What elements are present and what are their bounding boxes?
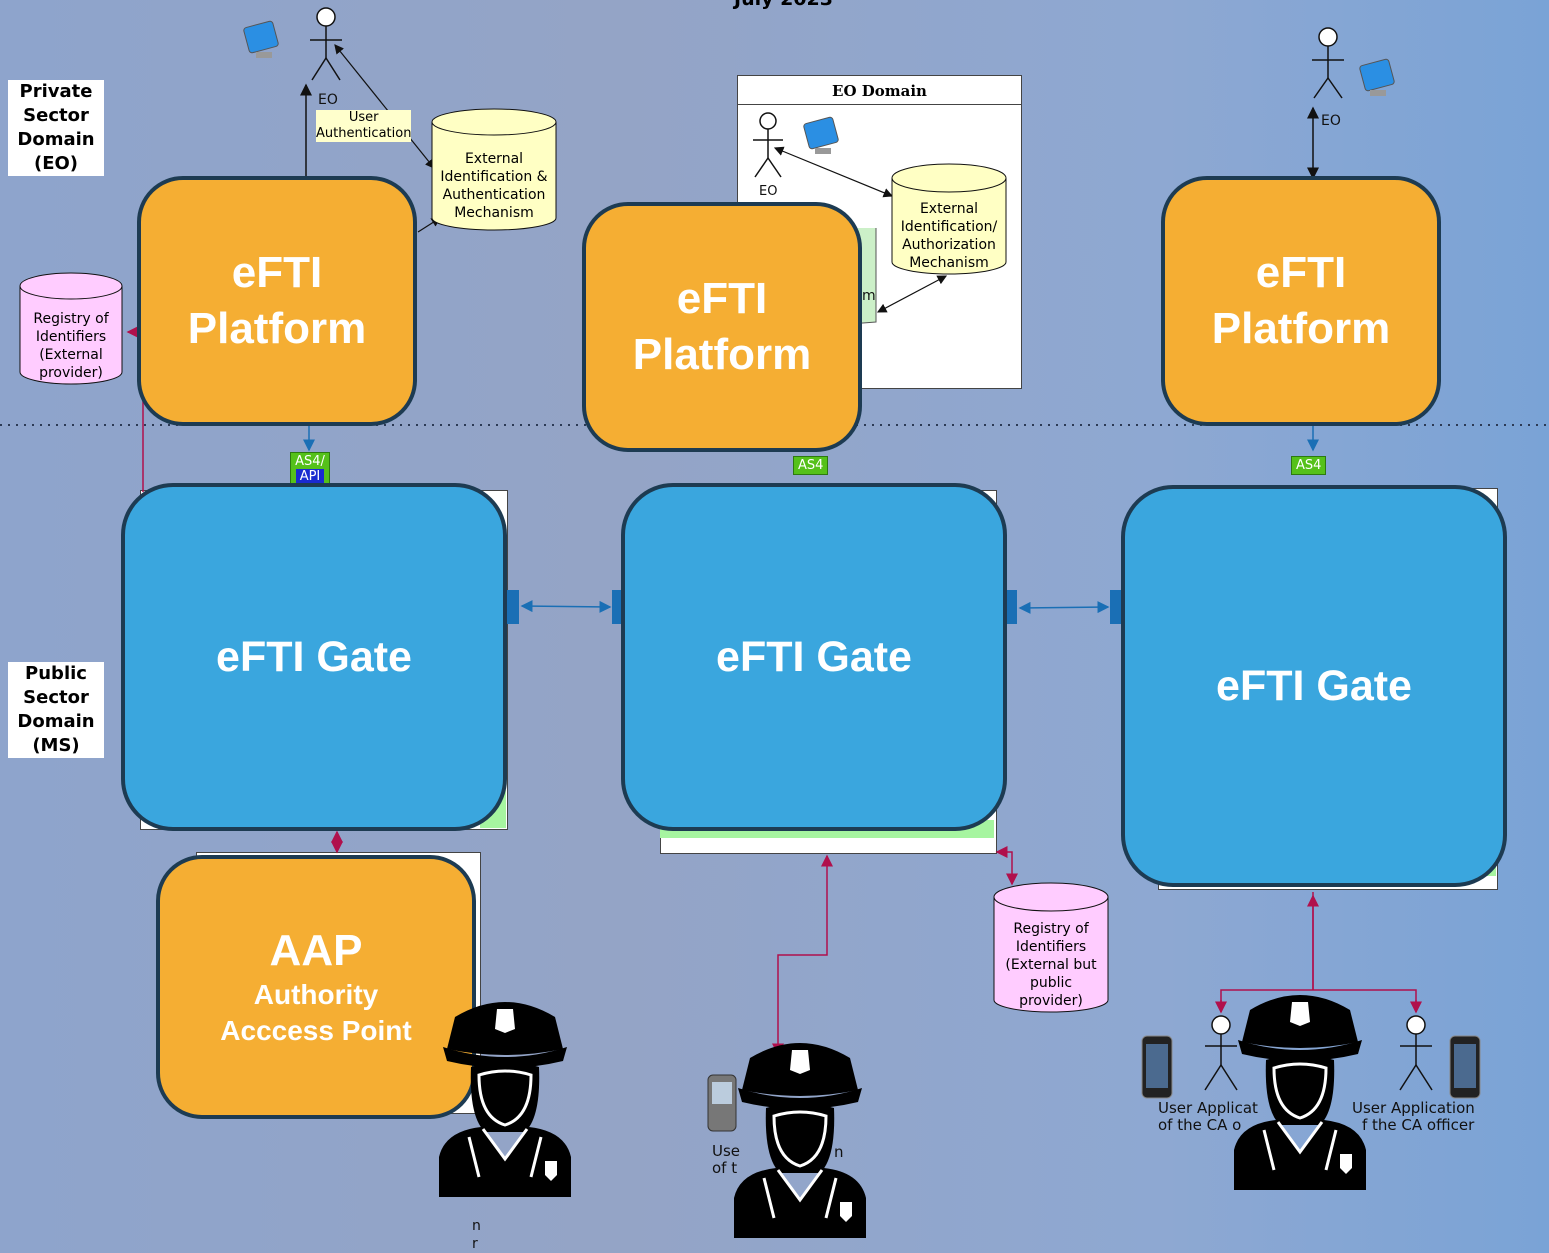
efti-gate-right: eFTI Gate bbox=[1121, 485, 1507, 887]
user-app-mid-right: n bbox=[834, 1143, 844, 1161]
monitor-icon-mid bbox=[803, 116, 839, 154]
public-domain-label: Public Sector Domain (MS) bbox=[8, 662, 104, 758]
as4-api-line-1: AS4/ bbox=[295, 454, 325, 469]
header-date: July 2023 bbox=[734, 0, 833, 10]
public-domain-line-2: Sector bbox=[23, 687, 89, 708]
platform-right-line-2: Platform bbox=[1211, 304, 1391, 353]
user-auth-label: User Authentication bbox=[316, 110, 412, 142]
user-app-mid-line-1: Use bbox=[712, 1142, 741, 1160]
user-app-mid: Use of t bbox=[712, 1143, 740, 1177]
user-app-right-2-line-1: User Application bbox=[1352, 1099, 1475, 1117]
user-auth-line-1: User bbox=[348, 110, 379, 125]
aap-line-2: Acccess Point bbox=[220, 1015, 412, 1046]
platform-left-line-2: Platform bbox=[187, 304, 367, 353]
mid-auth-to-hidden bbox=[876, 275, 948, 313]
ext-auth-left-l1: External bbox=[465, 151, 523, 167]
gate-link-mid-right bbox=[1018, 601, 1110, 614]
private-domain-line-2: Sector bbox=[23, 105, 89, 126]
eo-domain-title: EO Domain bbox=[832, 82, 927, 100]
monitor-icon-right bbox=[1359, 58, 1395, 96]
registry-mid-l3: (External but bbox=[1005, 957, 1097, 973]
eo-actor-left bbox=[310, 7, 342, 81]
platform-mid-line-2: Platform bbox=[632, 330, 812, 379]
aap-line-1: Authority bbox=[253, 979, 379, 1010]
ca-actor-right-2 bbox=[1399, 1015, 1433, 1091]
registry-left-l1: Registry of bbox=[33, 311, 109, 327]
private-domain-line-3: Domain bbox=[17, 129, 95, 150]
platform-right-line-1: eFTI bbox=[1255, 248, 1347, 297]
eo-mid-auth-link bbox=[773, 146, 894, 198]
aap-title: AAP bbox=[269, 926, 363, 975]
registry-mid-l2: Identifiers bbox=[1016, 939, 1086, 955]
efti-platform-right: eFTI Platform bbox=[1161, 176, 1441, 426]
left-fragment-r: r bbox=[472, 1236, 478, 1252]
efti-platform-left: eFTI Platform bbox=[137, 176, 417, 426]
public-domain-line-1: Public bbox=[25, 663, 87, 684]
left-fragment-n: n bbox=[472, 1218, 481, 1234]
mid-hidden-fragment: m bbox=[862, 288, 876, 304]
ext-auth-mid-l4: Mechanism bbox=[909, 255, 989, 271]
user-app-right-1-line-1: User Applicat bbox=[1158, 1099, 1258, 1117]
registry-left-l4: provider) bbox=[39, 365, 103, 381]
aap-box: AAP Authority Acccess Point bbox=[156, 855, 476, 1119]
as4-api-line-2-text: API bbox=[295, 469, 325, 484]
platform-mid-line-1: eFTI bbox=[676, 274, 768, 323]
ext-auth-left-l3: Authentication bbox=[443, 187, 546, 203]
as4-badge-right: AS4 bbox=[1291, 456, 1327, 475]
gate-mid-user-link bbox=[772, 854, 833, 1056]
monitor-icon-left bbox=[243, 20, 279, 58]
port-left-right bbox=[507, 590, 519, 624]
efti-gate-left: eFTI Gate bbox=[121, 483, 507, 831]
ext-auth-left-l2: Identification & bbox=[440, 169, 547, 185]
port-mid-right bbox=[1005, 590, 1017, 624]
phone-icon-mid bbox=[707, 1074, 737, 1132]
eo-actor-mid bbox=[753, 112, 783, 178]
user-auth-line-2: Authentication bbox=[316, 126, 412, 141]
registry-mid-l1: Registry of bbox=[1013, 921, 1089, 937]
gate-mid-registry-link bbox=[995, 846, 1018, 886]
public-domain-line-3: Domain bbox=[17, 711, 95, 732]
registry-left-l2: Identifiers bbox=[36, 329, 106, 345]
eo-actor-right bbox=[1312, 27, 1344, 99]
eo-left-auth-link bbox=[334, 44, 435, 169]
ca-actor-right-1 bbox=[1204, 1015, 1238, 1091]
private-domain-line-1: Private bbox=[19, 81, 93, 102]
ext-auth-mid-l2: Identification/ bbox=[901, 219, 998, 235]
ext-auth-cylinder-left bbox=[431, 108, 557, 231]
phone-icon-right-1 bbox=[1141, 1035, 1173, 1099]
ext-auth-mid-l3: Authorization bbox=[902, 237, 996, 253]
registry-cylinder-left bbox=[19, 272, 123, 385]
user-app-mid-line-2: of t bbox=[712, 1159, 738, 1177]
registry-cylinder-mid bbox=[993, 882, 1109, 1013]
eo-right-label: EO bbox=[1321, 113, 1341, 129]
eo-left-label: EO bbox=[318, 92, 338, 108]
user-app-right-1: User Applicat of the CA o bbox=[1158, 1100, 1258, 1134]
registry-left-l3: (External bbox=[39, 347, 103, 363]
ext-auth-cylinder-mid bbox=[891, 163, 1007, 275]
private-domain-label: Private Sector Domain (EO) bbox=[8, 80, 104, 176]
ext-auth-mid-l1: External bbox=[920, 201, 978, 217]
user-app-right-2-line-2: f the CA officer bbox=[1362, 1116, 1475, 1134]
eo-mid-label: EO bbox=[759, 184, 778, 199]
registry-mid-l4: public bbox=[1030, 975, 1072, 991]
user-app-right-2: User Application f the CA officer bbox=[1352, 1100, 1475, 1134]
ext-auth-left-l4: Mechanism bbox=[454, 205, 534, 221]
gate-right-user-link bbox=[1220, 892, 1417, 1010]
public-domain-line-4: (MS) bbox=[32, 735, 80, 756]
as4-badge-mid: AS4 bbox=[793, 456, 829, 475]
efti-platform-mid: eFTI Platform bbox=[582, 202, 862, 452]
platform-left-line-1: eFTI bbox=[231, 248, 323, 297]
phone-icon-right-2 bbox=[1449, 1035, 1481, 1099]
gate-link-left-mid bbox=[520, 600, 612, 613]
private-domain-line-4: (EO) bbox=[33, 153, 79, 174]
user-app-right-1-line-2: of the CA o bbox=[1158, 1116, 1242, 1134]
efti-gate-mid: eFTI Gate bbox=[621, 483, 1007, 831]
registry-mid-l5: provider) bbox=[1019, 993, 1083, 1009]
as4-api-badge-left: AS4/ API bbox=[290, 452, 330, 486]
port-right-left bbox=[1110, 590, 1122, 624]
as4-api-line-2: API bbox=[295, 469, 325, 484]
